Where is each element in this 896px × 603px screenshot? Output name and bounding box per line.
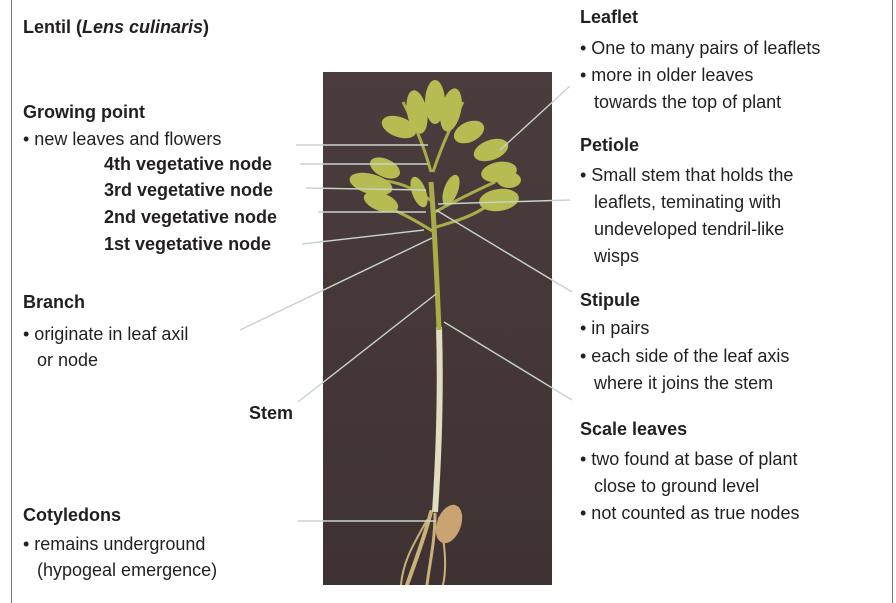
node-label-3rd: 3rd vegetative node [104,179,273,201]
stipule-line-3: where it joins the stem [580,372,773,394]
cotyledons-line-2: (hypogeal emergence) [23,559,217,581]
scale-leaves-line-2: close to ground level [580,475,759,497]
leader-petiole [438,200,570,204]
branch-line-1: • originate in leaf axil [23,323,188,345]
branch-line-2: or node [23,349,98,371]
figure-title: Lentil (Lens culinaris) [23,16,209,38]
leader-leaflet [500,86,570,150]
stipule-line-2: • each side of the leaf axis [580,345,789,367]
petiole-line-2: leaflets, teminating with [580,191,781,213]
leader-scale-leaves [444,322,572,400]
leaflet-heading: Leaflet [580,6,638,28]
petiole-line-4: wisps [580,245,639,267]
stipule-line-1: • in pairs [580,317,649,339]
leader-1st-node [302,230,424,244]
leader-stem [298,294,436,402]
growing-point-heading: Growing point [23,101,145,123]
node-label-4th: 4th vegetative node [104,153,272,175]
cotyledons-line-1: • remains underground [23,533,205,555]
leader-stipule [436,210,572,292]
petiole-line-3: undeveloped tendril-like [580,218,784,240]
branch-heading: Branch [23,291,85,313]
stipule-heading: Stipule [580,289,640,311]
scale-leaves-line-1: • two found at base of plant [580,448,797,470]
scale-leaves-heading: Scale leaves [580,418,687,440]
node-label-1st: 1st vegetative node [104,233,271,255]
leaflet-line-2: • more in older leaves [580,64,753,86]
cotyledons-heading: Cotyledons [23,504,121,526]
petiole-line-1: • Small stem that holds the [580,164,793,186]
scale-leaves-line-3: • not counted as true nodes [580,502,799,524]
leaflet-line-3: towards the top of plant [580,91,781,113]
node-label-2nd: 2nd vegetative node [104,206,277,228]
petiole-heading: Petiole [580,134,639,156]
leader-3rd-node [306,188,426,190]
growing-point-bullet: • new leaves and flowers [23,128,221,150]
leaflet-line-1: • One to many pairs of leaflets [580,37,820,59]
stem-label: Stem [249,402,293,424]
